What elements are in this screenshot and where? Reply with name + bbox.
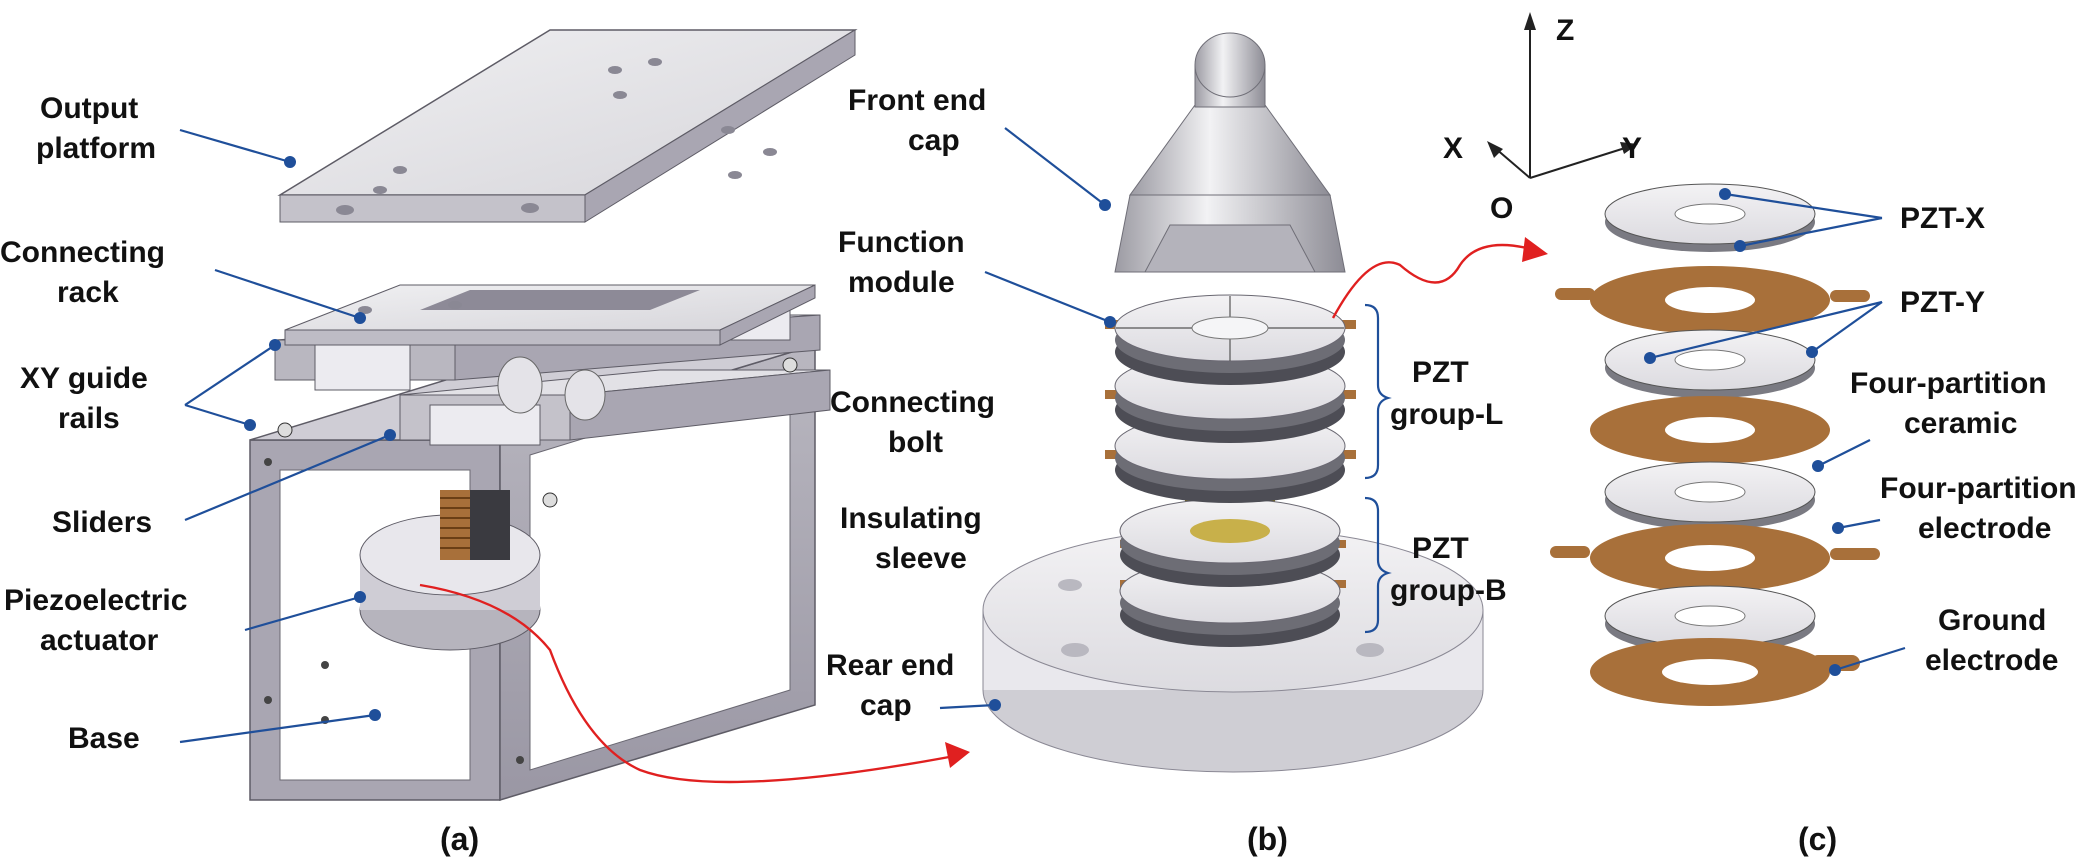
label-pzt-group-b-2: group-B	[1390, 574, 1507, 607]
leader-xy-rail-2	[184, 403, 251, 427]
leader-front-end-cap	[1004, 127, 1106, 206]
label-pzt-group-l-1: PZT	[1412, 356, 1469, 389]
label-sliders: Sliders	[52, 506, 152, 539]
label-piezo-actuator-1: Piezoelectric	[4, 584, 187, 617]
label-function-module-2: module	[848, 266, 955, 299]
label-four-partition-ceramic-1: Four-partition	[1850, 367, 2047, 400]
leader-base	[179, 713, 376, 744]
label-connecting-rack-1: Connecting	[0, 236, 165, 269]
label-front-end-cap-1: Front end	[848, 84, 986, 117]
leader-xy-rail-1	[184, 344, 276, 406]
label-piezo-actuator-2: actuator	[40, 624, 159, 657]
pzt-group-b-stack	[1119, 495, 1346, 647]
electrode-1	[1555, 266, 1870, 334]
caption-b: (b)	[1247, 821, 1288, 857]
label-output-platform-1: Output	[40, 92, 138, 125]
leader-piezo-actuator	[244, 595, 361, 632]
brace-group-l	[1364, 303, 1392, 480]
label-xy-guide-rails-1: XY guide	[20, 362, 148, 395]
label-insulating-sleeve-2: sleeve	[875, 542, 967, 575]
leader-connecting-rack	[214, 268, 361, 320]
electrode-2	[1590, 396, 1830, 464]
leader-rear-end-cap	[939, 703, 996, 710]
label-function-module-1: Function	[838, 226, 965, 259]
leader-pzt-x-2	[1739, 216, 1883, 248]
output-platform	[277, 29, 858, 314]
electrode-four-partition	[1550, 524, 1880, 592]
label-pzt-y: PZT-Y	[1900, 286, 1985, 319]
label-connecting-bolt-2: bolt	[888, 426, 943, 459]
piezo-actuator-body	[359, 490, 541, 651]
axis-label-x: X	[1443, 132, 1463, 165]
pzt-group-l-stack	[1105, 294, 1356, 503]
label-four-partition-ceramic-2: ceramic	[1904, 407, 2017, 440]
label-insulating-sleeve-1: Insulating	[840, 502, 982, 535]
arrow-b-to-c-head	[1522, 237, 1548, 262]
panel-c-illustration	[1487, 12, 1880, 706]
panel-a-illustration	[249, 29, 858, 802]
ground-electrode-disc	[1590, 638, 1860, 706]
panel-b-illustration	[982, 32, 1484, 773]
leader-ground-electrode	[1834, 646, 1906, 672]
caption-c: (c)	[1798, 821, 1837, 857]
arrow-a-to-b	[419, 583, 961, 784]
label-connecting-bolt-1: Connecting	[830, 386, 995, 419]
label-front-end-cap-2: cap	[908, 124, 960, 157]
caption-a: (a)	[440, 821, 479, 857]
leader-output-platform	[179, 128, 291, 164]
leader-pzt-y-2	[1811, 301, 1883, 353]
label-rear-end-cap-2: cap	[860, 689, 912, 722]
leader-four-partition-electrode	[1837, 518, 1881, 530]
label-pzt-x: PZT-X	[1900, 202, 1985, 235]
arrow-b-to-c	[1331, 243, 1536, 319]
coordinate-axes	[1487, 12, 1638, 179]
leader-pzt-x-1	[1724, 192, 1883, 220]
axis-label-y: Y	[1622, 132, 1642, 165]
connecting-rack	[284, 284, 816, 421]
label-pzt-group-l-2: group-L	[1390, 398, 1503, 431]
label-four-partition-electrode-2: electrode	[1918, 512, 2051, 545]
label-pzt-group-b-1: PZT	[1412, 532, 1469, 565]
label-base: Base	[68, 722, 140, 755]
label-ground-electrode-1: Ground	[1938, 604, 2046, 637]
leader-four-partition-ceramic	[1817, 439, 1871, 467]
label-four-partition-electrode-1: Four-partition	[1880, 472, 2077, 505]
front-end-cap	[1114, 32, 1346, 273]
label-output-platform-2: platform	[36, 132, 156, 165]
label-rear-end-cap-1: Rear end	[826, 649, 954, 682]
disc-pzt-x-1	[1604, 183, 1816, 252]
disc-pzt-y	[1604, 329, 1816, 398]
axis-label-origin: O	[1490, 192, 1513, 225]
arrow-a-to-b-head	[945, 742, 970, 768]
leader-pzt-y-1	[1649, 300, 1883, 360]
disc-four-partition-ceramic	[1604, 461, 1816, 530]
brace-group-b	[1364, 496, 1392, 634]
leader-lines	[179, 127, 1906, 744]
leader-sliders	[184, 433, 391, 522]
label-ground-electrode-2: electrode	[1925, 644, 2058, 677]
disc-lower	[1604, 585, 1816, 654]
axis-label-z: Z	[1556, 14, 1574, 47]
label-connecting-rack-2: rack	[57, 276, 119, 309]
leader-function-module	[984, 270, 1111, 324]
label-xy-guide-rails-2: rails	[58, 402, 120, 435]
